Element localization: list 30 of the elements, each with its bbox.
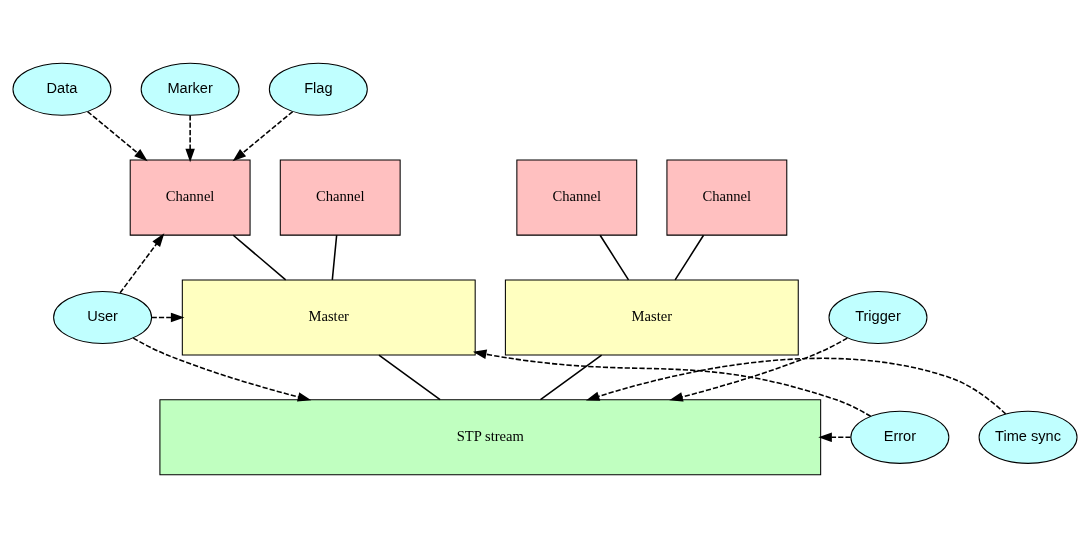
arrow	[818, 432, 852, 442]
node-ellipse: Time sync	[978, 410, 1078, 464]
node-box: Master	[181, 278, 476, 355]
node-ellipse: Flag	[268, 62, 368, 116]
node-box: Channel	[129, 159, 251, 236]
connector	[331, 234, 338, 281]
connector	[674, 234, 705, 281]
arrow	[472, 349, 872, 417]
arrow	[119, 232, 165, 294]
connector	[232, 234, 287, 281]
node-box: Channel	[279, 159, 401, 236]
arrow	[150, 312, 185, 322]
node-ellipse: Data	[12, 62, 112, 116]
node-ellipse: Marker	[140, 62, 240, 116]
arrow	[585, 357, 1007, 415]
arrow	[132, 336, 312, 401]
arrow	[185, 114, 195, 162]
connector	[378, 353, 441, 400]
node-ellipse: User	[53, 290, 153, 344]
node-box: Channel	[666, 159, 788, 236]
arrow	[232, 110, 294, 161]
node-box: STP stream	[159, 398, 822, 475]
arrow	[669, 336, 849, 401]
node-box: Channel	[516, 159, 638, 236]
node-box: Master	[504, 278, 799, 355]
connector	[539, 353, 603, 400]
arrow	[86, 110, 148, 161]
node-ellipse: Error	[850, 410, 950, 464]
connector	[599, 234, 630, 281]
node-ellipse: Trigger	[828, 290, 928, 344]
